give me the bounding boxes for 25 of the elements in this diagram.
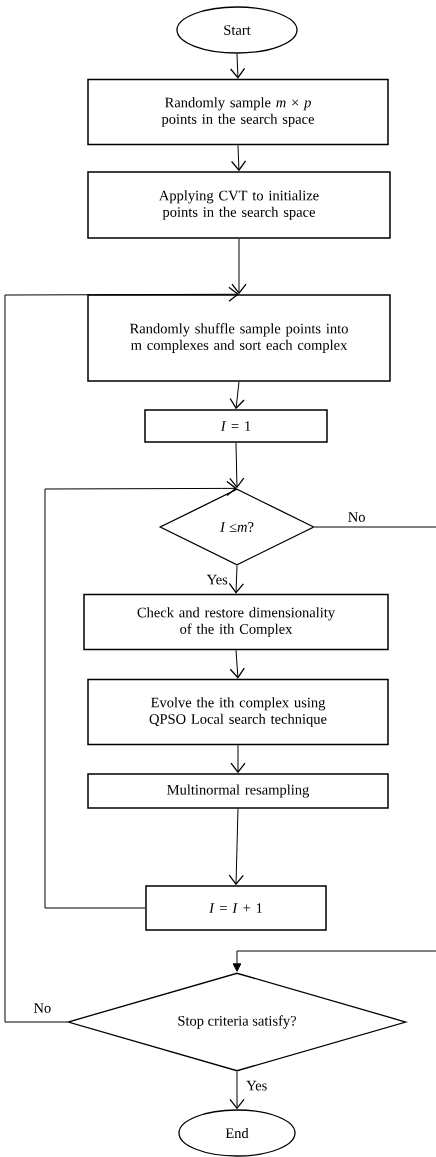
arrow: [230, 744, 246, 774]
arrow: [229, 442, 245, 489]
arrow: [228, 808, 244, 886]
process-box: Check and restore dimensionality of the ith Complex: [83, 593, 389, 651]
arrow: [4, 286, 239, 1023]
arrow: [229, 381, 245, 410]
process-box: Applying CVT to initialize points in the search space: [87, 171, 391, 239]
arrow: [229, 649, 245, 679]
edge-label: Yes: [206, 574, 228, 585]
arrow: [229, 53, 246, 79]
arrow: [44, 480, 237, 909]
arrow: [232, 526, 436, 972]
edge-label: Yes: [246, 1080, 267, 1091]
process-box: I = I + 1: [145, 885, 327, 931]
edge-label: No: [33, 1003, 51, 1013]
process-box: Randomly shuffle sample points into m complexes and sort each complex: [87, 294, 391, 382]
arrow: [231, 238, 247, 295]
process-box: I = 1: [144, 409, 328, 443]
arrow: [229, 1071, 245, 1110]
arrow: [230, 144, 247, 172]
process-box: Randomly sample m × p points in the search space: [87, 78, 389, 146]
process-box: Evolve the ith complex using QPSO Local search technique: [87, 678, 389, 746]
arrow: [228, 565, 244, 594]
edge-label: No: [348, 512, 365, 522]
process-box: Multinormal resampling: [87, 773, 389, 809]
